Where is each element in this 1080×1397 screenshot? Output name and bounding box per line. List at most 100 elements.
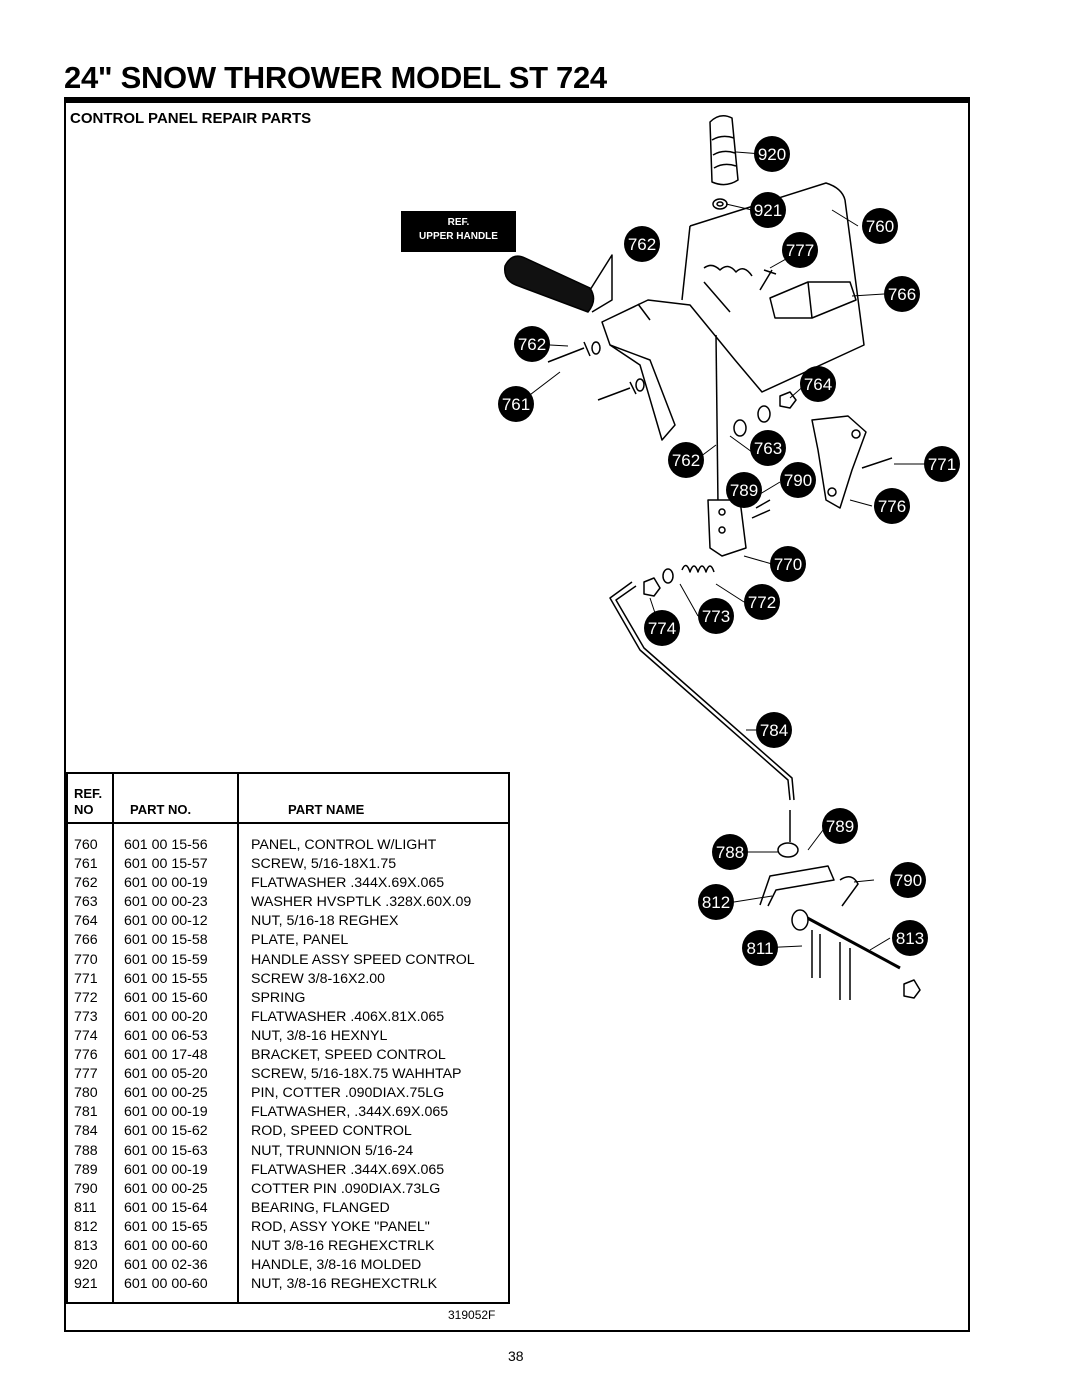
header-ref-line2: NO [74, 802, 94, 817]
screw-777-shape [759, 269, 777, 291]
table-divider [112, 774, 114, 1302]
ref-cell: 774 [74, 1027, 98, 1044]
part-name-cell: FLATWASHER .344X.69X.065 [251, 1161, 445, 1178]
ref-cell: 920 [74, 1257, 98, 1274]
part-name-cell: NUT, 3/8-16 REGHEXCTRLK [251, 1276, 438, 1293]
svg-text:790: 790 [894, 871, 922, 890]
part-number-cell: 601 00 15-65 [124, 1218, 208, 1235]
part-number-cell: 601 00 00-60 [124, 1276, 208, 1293]
svg-text:920: 920 [758, 145, 786, 164]
part-number-cell: 601 00 00-19 [124, 875, 208, 892]
callout-772: 772 [744, 584, 780, 620]
callout-920: 920 [754, 136, 790, 172]
spring-772-shape [681, 564, 715, 573]
part-name-cell: WASHER HVSPTLK .328X.60X.09 [251, 894, 472, 911]
part-name-cell: BRACKET, SPEED CONTROL [251, 1047, 446, 1064]
reference-tag: REF. UPPER HANDLE [401, 211, 516, 252]
svg-text:766: 766 [888, 285, 916, 304]
part-number-cell: 601 00 00-19 [124, 1161, 208, 1178]
part-name-cell: FLATWASHER, .344X.69X.065 [251, 1104, 449, 1121]
callout-790b: 790 [890, 862, 926, 898]
callout-811: 811 [742, 930, 778, 966]
ref-cell: 781 [74, 1104, 98, 1121]
part-number-cell: 601 00 00-60 [124, 1237, 208, 1254]
ref-cell: 762 [74, 875, 98, 892]
svg-text:762: 762 [518, 335, 546, 354]
part-number-cell: 601 00 15-63 [124, 1142, 208, 1159]
content-frame [64, 97, 970, 1332]
svg-text:760: 760 [866, 217, 894, 236]
screw-761-upper-shape [547, 341, 591, 363]
callout-774: 774 [644, 610, 680, 646]
ref-cell: 773 [74, 1008, 98, 1025]
ref-cell: 772 [74, 989, 98, 1006]
part-number-cell: 601 00 15-59 [124, 951, 208, 968]
part-number-cell: 601 00 00-23 [124, 894, 208, 911]
ref-cell: 764 [74, 913, 98, 930]
ref-cell: 784 [74, 1123, 98, 1140]
bracket-shape [811, 415, 867, 509]
callout-770: 770 [770, 546, 806, 582]
callout-777: 777 [782, 232, 818, 268]
part-name-cell: ROD, SPEED CONTROL [251, 1123, 412, 1140]
callout-813: 813 [892, 920, 928, 956]
ref-cell: 813 [74, 1237, 98, 1254]
upper-handle-grip-shape [503, 255, 595, 313]
ref-cell: 771 [74, 970, 98, 987]
callout-788: 788 [712, 834, 748, 870]
bearing-811-shape [799, 912, 901, 970]
table-row: 763 601 00 00-23 WASHER HVSPTLK .328X.60X.… [68, 894, 508, 913]
svg-text:789: 789 [826, 817, 854, 836]
callout-790a: 790 [780, 462, 816, 498]
ref-cell: 763 [74, 894, 98, 911]
callout-771: 771 [924, 446, 960, 482]
callout-760: 760 [862, 208, 898, 244]
trunnion-788-shape [777, 842, 799, 858]
ref-cell: 788 [74, 1142, 98, 1159]
callout-784: 784 [756, 712, 792, 748]
table-row: 777 601 00 05-20 SCREW, 5/16-18X.75 WAHHTA… [68, 1066, 508, 1085]
part-name-cell: NUT, 5/16-18 REGHEX [251, 913, 399, 930]
reference-tag-line2: UPPER HANDLE [419, 231, 498, 242]
part-number-cell: 601 00 15-60 [124, 989, 208, 1006]
cotter-pin-790-shape [839, 876, 859, 907]
callout-921: 921 [750, 192, 786, 228]
svg-text:761: 761 [502, 395, 530, 414]
nut-813-shape [903, 979, 921, 999]
ref-cell: 760 [74, 837, 98, 853]
svg-text:789: 789 [730, 481, 758, 500]
page-title: 24" SNOW THROWER MODEL ST 724 [64, 60, 607, 95]
svg-text:812: 812 [702, 893, 730, 912]
callout-762b: 762 [514, 326, 550, 362]
svg-text:921: 921 [754, 201, 782, 220]
svg-text:774: 774 [648, 619, 676, 638]
page-number: 38 [508, 1348, 524, 1364]
part-number-cell: 601 00 00-12 [124, 913, 208, 930]
part-number-cell: 601 00 17-48 [124, 1047, 208, 1064]
part-name-cell: FLATWASHER .344X.69X.065 [251, 875, 445, 892]
part-name-cell: NUT, 3/8-16 HEXNYL [251, 1027, 388, 1044]
svg-text:813: 813 [896, 929, 924, 948]
ref-cell: 777 [74, 1066, 98, 1083]
part-number-cell: 601 00 05-20 [124, 1066, 208, 1083]
svg-text:771: 771 [928, 455, 956, 474]
screw-761-lower-shape [597, 381, 637, 401]
svg-text:770: 770 [774, 555, 802, 574]
svg-text:777: 777 [786, 241, 814, 260]
knob-shape [709, 115, 739, 186]
ref-cell: 776 [74, 1047, 98, 1064]
svg-text:763: 763 [754, 439, 782, 458]
part-name-cell: SCREW, 5/16-18X.75 WAHHTAP [251, 1066, 462, 1083]
table-row: 764 601 00 00-12 NUT, 5/16-18 REGHEX [68, 913, 508, 932]
